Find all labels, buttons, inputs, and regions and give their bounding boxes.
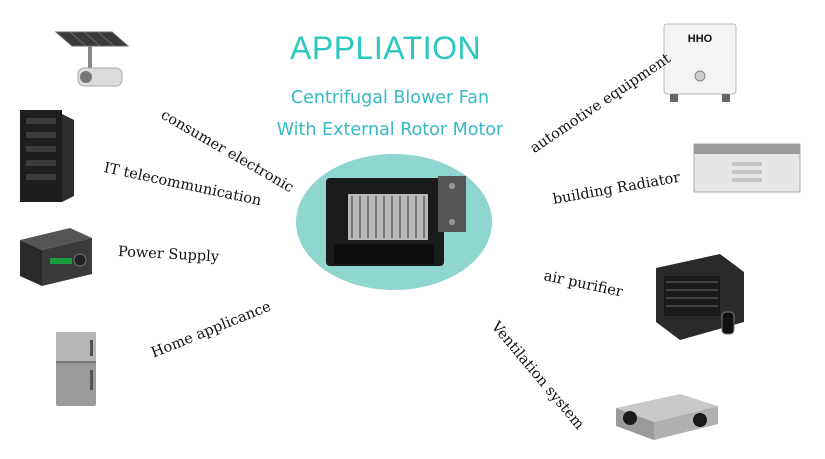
subtitle-line-2: With External Rotor Motor — [276, 120, 504, 140]
subtitle-line-1: Centrifugal Blower Fan — [290, 88, 490, 108]
label-air-purifier: air purifier — [542, 268, 625, 301]
air-purifier-image — [656, 254, 744, 340]
blower-fan-image — [326, 176, 466, 266]
label-ventilation-system: Ventilation system — [487, 318, 588, 433]
power-supply-image — [20, 228, 92, 286]
server-rack-image — [20, 110, 74, 202]
label-power-supply: Power Supply — [117, 244, 220, 266]
hho-logo-text: HHO — [688, 33, 713, 45]
ventilation-unit-image — [616, 394, 718, 440]
refrigerator-image — [56, 332, 96, 406]
hho-generator-image: HHO — [663, 23, 737, 102]
label-automotive-equipment: automotive equipment — [527, 50, 674, 157]
label-home-appliance: Home applicance — [149, 298, 274, 362]
label-building-radiator: building Radiator — [551, 169, 682, 208]
solar-camera-image — [54, 31, 130, 87]
building-radiator-image — [693, 143, 801, 193]
page-title: APPLIATION — [290, 30, 482, 66]
